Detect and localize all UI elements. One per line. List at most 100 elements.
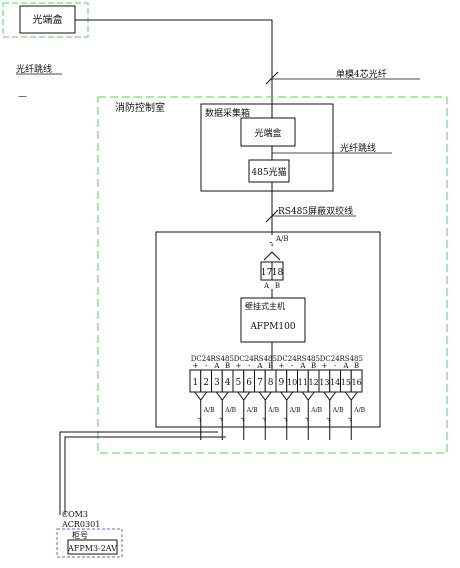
tap-chevron <box>215 391 229 401</box>
acr-label: ACR0301 <box>61 520 100 529</box>
tap-label: A/B <box>246 407 258 414</box>
tap-symbol: ⤵ <box>326 416 332 424</box>
tap-label: A/B <box>310 407 322 414</box>
optical-modem-485-label: 485光猫 <box>251 166 286 178</box>
terminal-group-title: DC24 <box>320 355 340 363</box>
tap-chevron <box>301 391 315 401</box>
terminal-sign: - <box>291 362 294 370</box>
rs485-cable-label: RS485屏蔽双绞线 <box>278 205 353 217</box>
terminal-number: 6 <box>246 378 252 388</box>
tap-chevron <box>237 391 251 401</box>
terminal-sign: A <box>256 362 263 370</box>
top-terminal-sub: B <box>275 282 280 290</box>
cabinet-label: 柜号 <box>72 530 88 540</box>
inner-fiber-box <box>240 117 296 147</box>
terminal-number: 16 <box>352 378 362 387</box>
fire-control-room-label: 消防控制室 <box>115 101 165 114</box>
terminal-number: 8 <box>268 378 274 388</box>
terminal-group-title: DC24 <box>191 355 211 363</box>
terminal-sign: - <box>248 362 251 370</box>
top-terminal-cell <box>271 261 284 281</box>
terminal-sign: A <box>213 362 220 370</box>
top-tap-chevron <box>263 251 281 261</box>
tap-symbol: ⤵ <box>218 416 224 424</box>
com3-wire-inner <box>64 436 226 515</box>
top-tap-symbol: ⤵ <box>268 240 275 249</box>
tap-symbol: ⤵ <box>261 416 267 424</box>
terminal-sign: - <box>334 362 337 370</box>
terminal-group-title: RS485 <box>254 355 277 363</box>
top-terminal-number: 18 <box>272 268 284 278</box>
com3-label: COM3 <box>62 510 88 519</box>
tap-symbol: ⤵ <box>347 416 353 424</box>
cabinet-dashed-border <box>56 528 123 558</box>
terminal-sign: B <box>225 362 230 370</box>
top-fiber-box-label: 光端盒 <box>33 13 63 26</box>
tap-label: A/B <box>353 407 365 414</box>
terminal-sign: B <box>311 362 316 370</box>
tap-label: A/B <box>289 407 301 414</box>
top-terminal-sub: A <box>263 282 270 290</box>
tap-chevron <box>194 391 208 401</box>
tap-chevron <box>344 391 358 401</box>
terminal-sign: - <box>205 362 208 370</box>
host-enclosure <box>155 231 381 428</box>
tap-label: A/B <box>267 407 279 414</box>
terminal-sign: + <box>192 362 198 370</box>
terminal-sign: B <box>354 362 359 370</box>
top-fiber-box <box>19 5 76 34</box>
com3-wire-outer <box>59 431 218 515</box>
left-dash-mark: — <box>18 92 27 102</box>
left-fiber-jumper-label: 光纤跳线 <box>16 63 52 75</box>
tap-chevron <box>280 391 294 401</box>
terminal-sign: + <box>321 362 327 370</box>
inner-fiber-box-label: 光端盒 <box>254 127 281 139</box>
terminal-sign: A <box>342 362 349 370</box>
terminal-number: 13 <box>319 378 329 387</box>
terminal-number: 15 <box>341 378 351 387</box>
terminal-sign: A <box>299 362 306 370</box>
tap-symbol: ⤵ <box>197 416 203 424</box>
terminal-sign: B <box>268 362 273 370</box>
terminal-group-title: RS485 <box>340 355 363 363</box>
terminal-group-title: RS485 <box>297 355 320 363</box>
tap-chevron <box>323 391 337 401</box>
data-acquisition-box-label: 数据采集箱 <box>205 107 250 119</box>
tap-symbol: ⤵ <box>283 416 289 424</box>
terminal-number: 3 <box>214 378 220 388</box>
fiber-slash-mark <box>265 71 279 85</box>
terminal-number: 9 <box>279 378 285 388</box>
cabinet-model: AFPM3-2AV <box>67 544 117 553</box>
terminal-sign: + <box>278 362 284 370</box>
terminal-number: 5 <box>236 378 242 388</box>
optical-modem-485 <box>248 159 290 183</box>
tap-symbol: ⤵ <box>304 416 310 424</box>
tap-label: A/B <box>203 407 215 414</box>
terminal-number: 4 <box>225 378 231 388</box>
single-mode-fiber-label: 单模4芯光纤 <box>336 68 387 80</box>
terminal-group-title: RS485 <box>211 355 234 363</box>
top-terminal-number: 17 <box>261 268 273 278</box>
terminal-number: 2 <box>203 378 209 388</box>
data-acquisition-box <box>200 103 334 192</box>
terminal-number: 14 <box>330 378 340 387</box>
cabinet-module <box>67 539 118 555</box>
terminal-sign: + <box>235 362 241 370</box>
host-unit <box>240 297 306 343</box>
fire-control-room-boundary <box>97 96 448 454</box>
terminal-number: 11 <box>298 378 308 387</box>
terminal-group-title: DC24 <box>234 355 254 363</box>
right-fiber-jumper-label: 光纤跳线 <box>340 142 376 154</box>
host-title: 壁挂式主机 <box>245 301 285 311</box>
tap-label: A/B <box>332 407 344 414</box>
tap-label: A/B <box>224 407 236 414</box>
tap-chevron <box>258 391 272 401</box>
host-model: AFPM100 <box>249 322 295 332</box>
terminal-group-title: DC24 <box>277 355 297 363</box>
top-ab-label: A/B <box>275 235 289 243</box>
terminal-number: 7 <box>257 378 263 388</box>
